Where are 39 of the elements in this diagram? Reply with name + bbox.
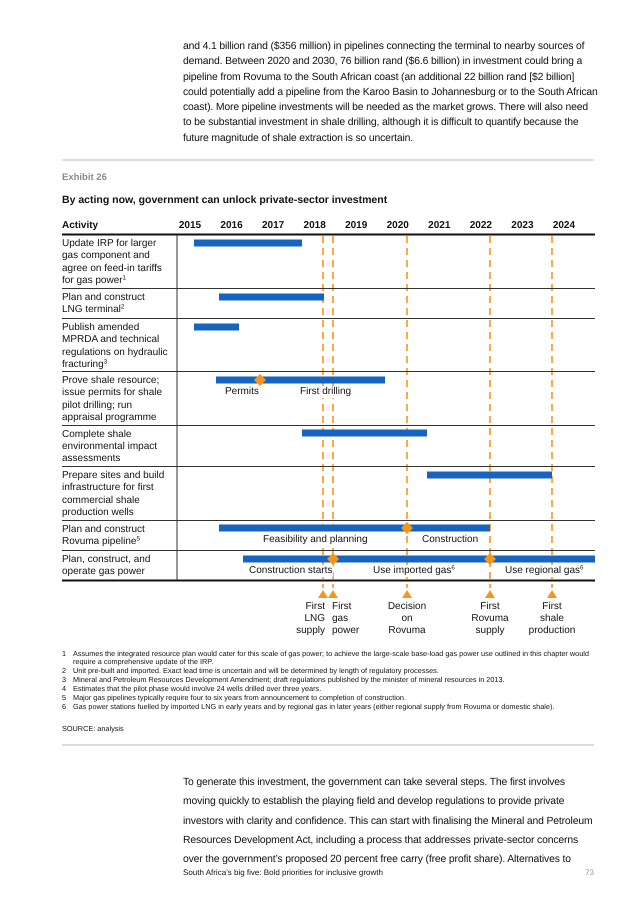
chart-title: By acting now, government can unlock private-sector investment [62,194,388,206]
activity-label: Prepare sites and build infrastructure for first commercial shale production wells [62,470,166,520]
phase-label: Feasibility and planning [262,534,369,546]
footer-title: South Africa’s big five: Bold priorities for inclusive growth [183,868,383,878]
milestone-label: First gas power [332,601,360,637]
activity-label: Update IRP for larger gas component and agree on feed-in tariffs for gas power$^{1}$ [62,238,163,288]
year-label: 2022 [470,220,492,232]
year-label: 2015 [178,220,202,232]
phase-label: First drilling [299,386,352,398]
year-label: 2017 [262,220,284,232]
activity-row [62,550,595,580]
activity-label: Prove shale resource; issue permits for shale pilot drilling; run appraisal programme [62,375,164,425]
activity-label: Plan and construct Rovuma pipeline$^{5}$ [62,524,146,549]
milestone-label: First Rovuma supply [470,601,510,637]
activity-row [62,466,595,520]
phase-label: Use imported gas$^{6}$ [372,565,456,577]
activity-label: Plan, construct, and operate gas power [62,554,152,579]
milestone-label: First shale production [528,601,576,637]
year-label: 2023 [511,220,534,232]
activity-label: Publish amended MPRDA and technical regulations on hydraulic fracturing$^{3}$ [62,322,168,372]
phase-label: Use regional gas$^{6}$ [504,565,584,577]
activity-label: Complete shale environmental impact assessments [62,428,158,466]
activity-row [62,318,595,371]
year-label: 2024 [552,220,576,232]
milestone-label: First LNG supply [295,601,325,637]
phase-label: Construction starts [248,565,334,577]
exhibit-number: Exhibit 26 [62,172,107,184]
milestone-label: Decision on Rovuma [386,601,428,637]
activity-row [62,371,595,424]
year-label: 2018 [304,220,326,232]
year-label: 2016 [220,220,243,232]
page-number: 73 [585,868,594,878]
body-paragraph: and 4.1 billion rand ($356 million) in pipelines connecting the terminal to nearby sources of demand. Between 2020 and 2030, 76 billion rand ($6.6 billion) in investment could bring a pipeline from Rovuma to the South African coast (an additional 22 billion rand [$2 billion] could potentially add a pipeline from the Karoo Basin to Johannesburg or to the South African coast). More pipeline investments will be needed as the market grows. There will also need to be substantial investment in shale drilling, although it is difficult to quantify because the future magnitude of shale extraction is so uncertain. [183,40,599,146]
year-label: 2019 [345,220,368,232]
column-header: Activity [62,220,98,232]
activity-label: Plan and construct LNG terminal$^{2}$ [62,292,146,317]
year-label: 2021 [428,220,450,232]
body-paragraph: To generate this investment, the government can take several steps. The first involves moving quickly to establish the playing field and develop regulations to provide private investors with clarity and confidence. This can start with finalising the Mineral and Petroleum Resources Development Act, including a process that addresses private-sector concerns over the government’s proposed 20 percent free carry (free profit share). Alternatives to [183,776,594,868]
year-label: 2020 [386,220,409,232]
